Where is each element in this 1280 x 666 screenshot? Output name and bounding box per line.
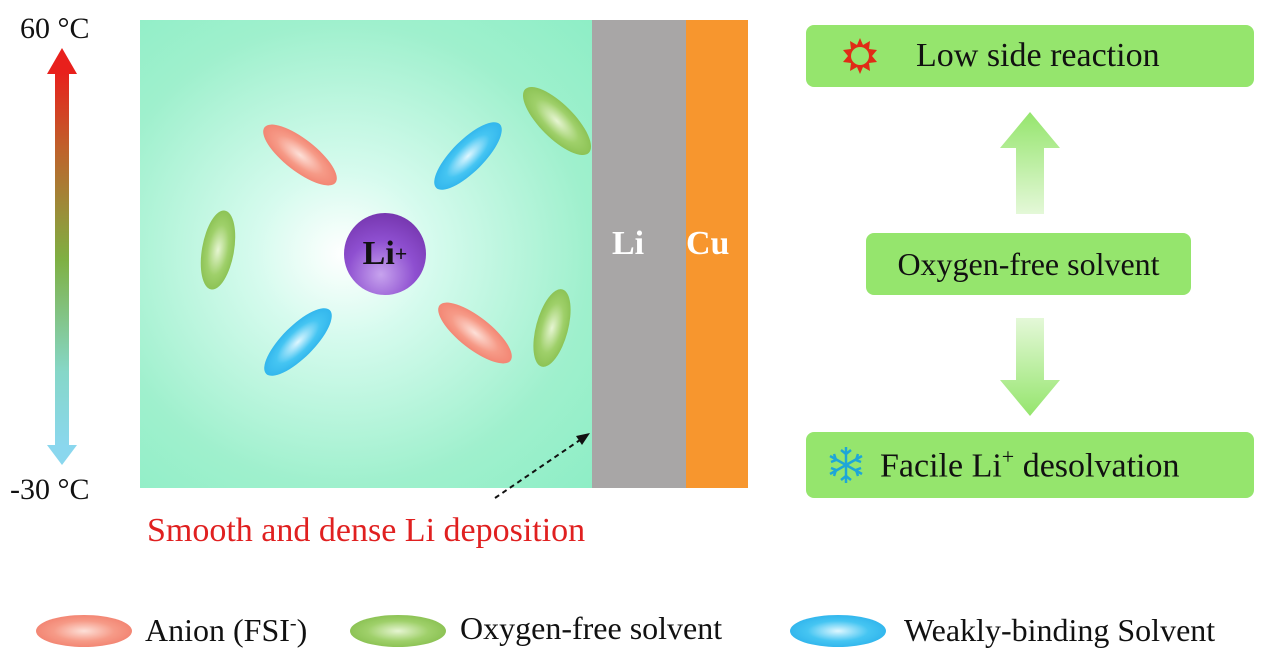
li-ion-label: Li (362, 235, 395, 272)
sun-icon (843, 38, 877, 74)
arrow-up-icon (47, 48, 77, 74)
weakly-binding-solvent-legend-swatch (790, 615, 886, 647)
anion-legend-swatch (36, 615, 132, 647)
li-ion-charge: + (394, 241, 408, 266)
temperature-gradient-bar (55, 72, 69, 447)
li-metal-layer: Li (592, 20, 686, 488)
low-side-reaction-label: Low side reaction (916, 37, 1160, 74)
oxygen-free-solvent-box: Oxygen-free solvent (866, 233, 1191, 295)
arrow-down-icon (47, 445, 77, 465)
oxygen-free-solvent-legend-swatch (350, 615, 446, 647)
weakly-binding-solvent-legend-label: Weakly-binding Solvent (904, 612, 1216, 648)
oxygen-free-solvent-legend-label: Oxygen-free solvent (460, 610, 723, 646)
facile-desolvation-label: Facile Li+ desolvation (880, 444, 1180, 485)
high-temperature-label: 60 °C (20, 12, 90, 45)
cu-label: Cu (686, 225, 730, 262)
low-side-reaction-box: Low side reaction (806, 25, 1254, 87)
arrow-down-icon (1000, 318, 1060, 416)
facile-desolvation-box: Facile Li+ desolvation (806, 432, 1254, 498)
li-ion: Li+ (344, 213, 426, 295)
arrow-up-icon (1000, 112, 1060, 214)
low-temperature-label: -30 °C (10, 473, 90, 506)
oxygen-free-solvent-label: Oxygen-free solvent (897, 245, 1160, 282)
anion-legend-label: Anion (FSI-) (145, 612, 308, 648)
cu-current-collector: Cu (686, 20, 748, 488)
li-metal-label: Li (612, 225, 645, 262)
snowflake-icon (829, 447, 863, 483)
dashed-arrow-icon (494, 433, 590, 499)
deposition-caption: Smooth and dense Li deposition (147, 512, 586, 549)
